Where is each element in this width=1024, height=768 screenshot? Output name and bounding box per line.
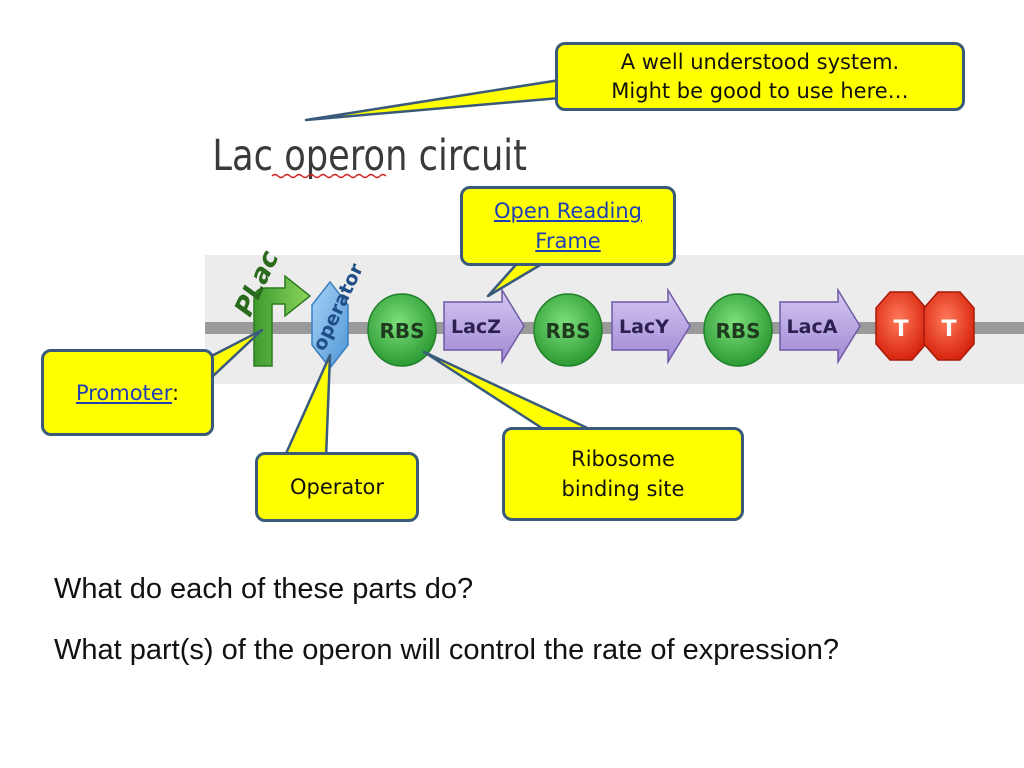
gene-arrow-lacy	[611, 287, 691, 365]
title-spellcheck-underline	[271, 173, 387, 179]
diagram-title: Lac operon circuit	[212, 132, 527, 181]
gene-arrow-lacz	[443, 287, 525, 365]
promoter-colon: :	[171, 380, 180, 405]
terminator-label-1: T	[893, 317, 908, 342]
callout-operator-text: Operator	[290, 475, 384, 499]
callout-operator: Operator	[255, 452, 419, 522]
rbs-circle-2	[533, 293, 603, 367]
terminator-octagon-1	[875, 291, 927, 361]
gene-label-lacy: LacY	[619, 316, 669, 338]
question-1: What do each of these parts do?	[54, 573, 474, 605]
callout-system-line1: A well understood system.	[620, 49, 900, 74]
promoter-arrow-icon	[253, 274, 312, 367]
rbs-label-3: RBS	[715, 319, 760, 343]
callout-well-understood-system: A well understood system. Might be good …	[555, 42, 965, 111]
terminator-octagon-2	[923, 291, 975, 361]
terminator-label-2: T	[941, 317, 956, 342]
rbs-label-2: RBS	[545, 319, 590, 343]
gene-label-lacz: LacZ	[451, 316, 501, 338]
callout-ribosome-binding-site: Ribosome binding site	[502, 427, 744, 521]
rbs-circle-1	[367, 293, 437, 367]
gene-label-laca: LacA	[787, 316, 838, 338]
callout-rbs-line1: Ribosome	[571, 447, 675, 471]
gene-arrow-laca	[779, 287, 861, 365]
question-2: What part(s) of the operon will control …	[54, 634, 839, 666]
orf-link-line1[interactable]: Open Reading	[493, 199, 642, 223]
callout-open-reading-frame: Open Reading Frame	[460, 186, 676, 266]
rbs-label-1: RBS	[379, 319, 424, 343]
orf-link-line2[interactable]: Frame	[535, 229, 601, 253]
callout-rbs-line2: binding site	[561, 477, 685, 501]
operator-shape	[311, 280, 349, 370]
promoter-link[interactable]: Promoter	[75, 380, 172, 405]
callout-system-line2: Might be good to use here…	[611, 78, 909, 103]
rbs-circle-3	[703, 293, 773, 367]
callout-promoter: Promoter:	[41, 349, 214, 436]
